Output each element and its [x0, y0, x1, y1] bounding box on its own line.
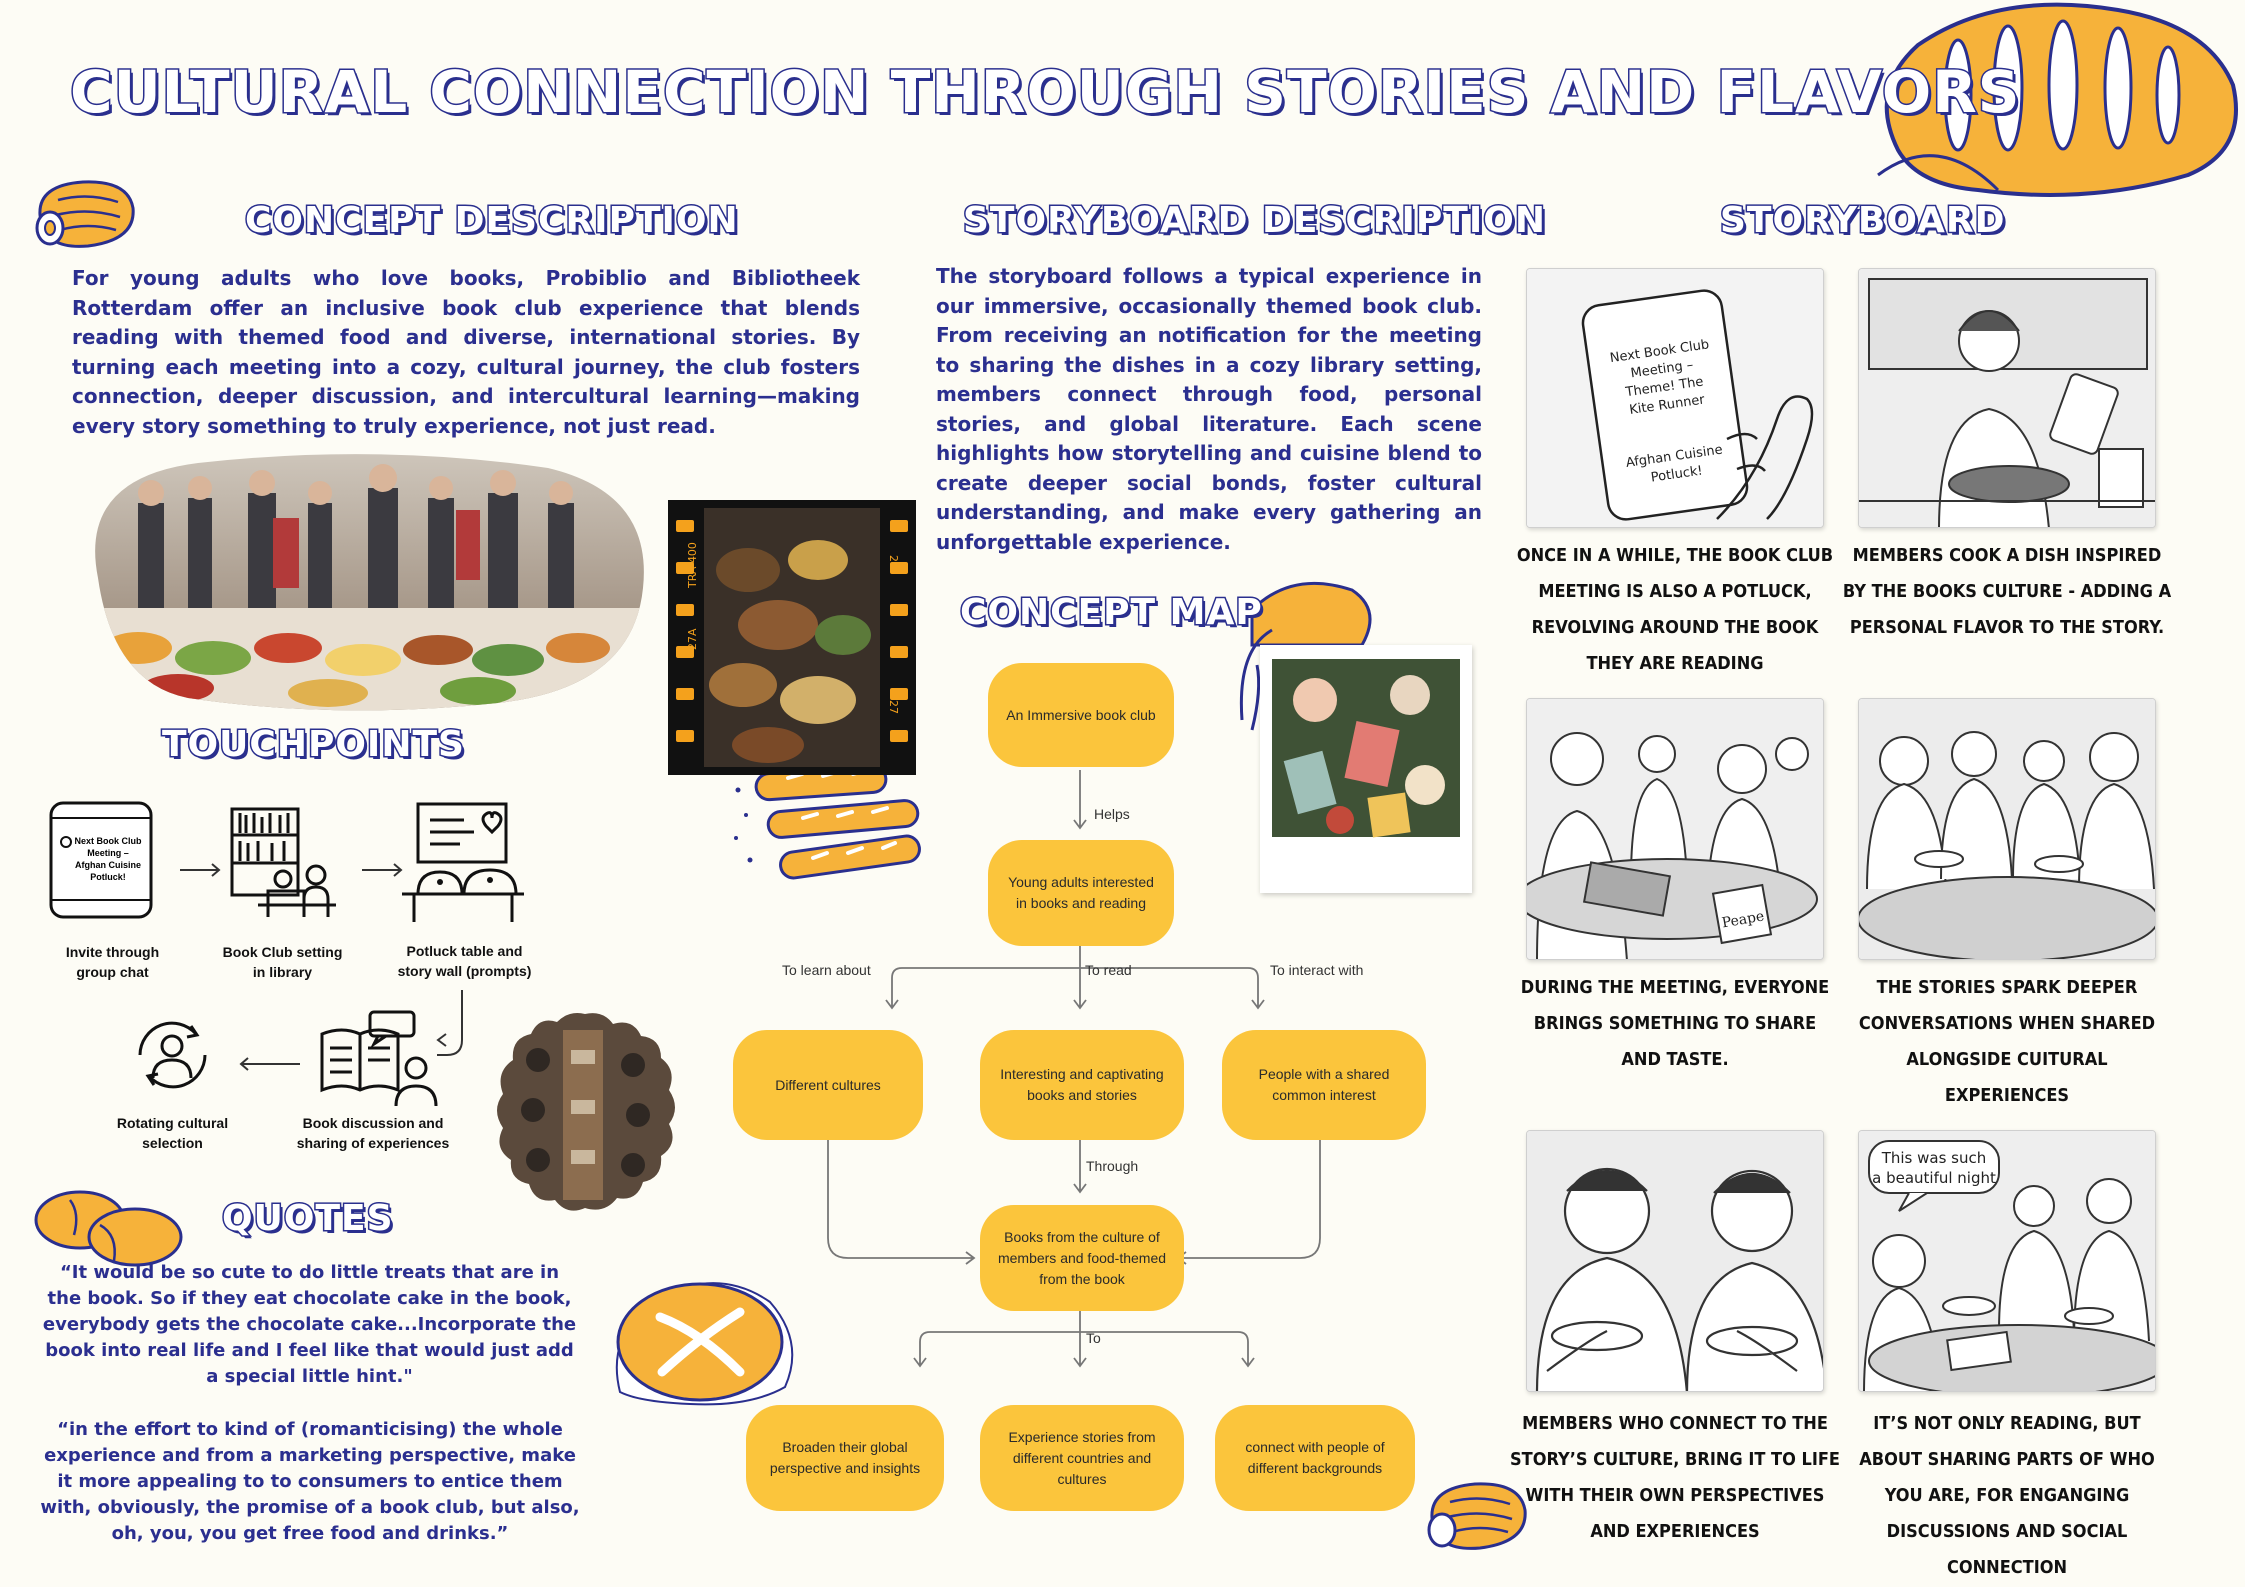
- storyboard-caption-6: IT’S NOT ONLY READING, BUT ABOUT SHARING…: [1859, 1413, 2155, 1578]
- concept-node-books: Interesting and captivating books and st…: [980, 1030, 1184, 1140]
- film-strip-photo: TRA 400 27A 27 27: [668, 500, 916, 775]
- touchpoint-label: Rotating cultural selection: [116, 1115, 229, 1151]
- storyboard-description-heading: STORYBOARD DESCRIPTION: [962, 199, 1547, 243]
- storyboard-phone-line: Potluck!: [1650, 463, 1704, 485]
- edge-label-through: Through: [1086, 1158, 1139, 1174]
- speech-bubble-line: a beautiful night: [1872, 1169, 1996, 1187]
- film-mark: 27A: [686, 628, 699, 650]
- rotating-selection-icon: [138, 1021, 207, 1089]
- storyboard-panel-5: [1526, 1130, 1824, 1392]
- concept-map-heading: CONCEPT MAP: [959, 591, 1264, 635]
- meeting-top-view-photo: [497, 1013, 675, 1211]
- quote-1: “It would be so cute to do little treats…: [42, 1262, 577, 1387]
- storyboard-panel-4: [1858, 698, 2156, 960]
- concept-map-connectors: [827, 770, 1321, 1368]
- storyboard-panel-1: Next Book Club Meeting – Theme! The Kite…: [1526, 268, 1824, 528]
- library-table-icon: [230, 807, 336, 917]
- concept-node-members-books: Books from the culture of members and fo…: [980, 1205, 1184, 1311]
- edge-label-interact: To interact with: [1270, 962, 1364, 978]
- storyboard-panel-2: [1858, 268, 2156, 528]
- bread-boule-icon: [615, 1282, 794, 1406]
- concept-node-root: An Immersive book club: [988, 663, 1174, 767]
- concept-node-connect: connect with people of different backgro…: [1215, 1405, 1415, 1511]
- edge-label-helps: Helps: [1094, 806, 1130, 822]
- phone-line: Next Book Club: [74, 836, 142, 846]
- film-mark: TRA 400: [686, 542, 699, 589]
- baguettes-icon: [734, 764, 921, 880]
- touchpoint-label: Invite through group chat: [65, 944, 160, 980]
- storyboard-book-label: Peape: [1721, 908, 1766, 931]
- potluck-table-icon: [402, 802, 524, 922]
- speech-bubble-line: This was such: [1881, 1149, 1987, 1167]
- phone-line: Meeting –: [87, 848, 129, 858]
- edge-label-to: To: [1086, 1330, 1101, 1346]
- concept-node-people: People with a shared common interest: [1222, 1030, 1426, 1140]
- concept-node-experience: Experience stories from different countr…: [980, 1405, 1184, 1511]
- storyboard-heading: STORYBOARD: [1718, 199, 2006, 243]
- edge-label-read: To read: [1085, 962, 1132, 978]
- concept-node-broaden: Broaden their global perspective and ins…: [746, 1405, 944, 1511]
- bread-rolls-icon: [34, 1190, 183, 1267]
- edge-label-learn: To learn about: [782, 962, 871, 978]
- touchpoint-arrows: [180, 863, 463, 1071]
- bread-stack-icon: [1239, 581, 1372, 731]
- film-mark: 27: [887, 555, 900, 569]
- storyboard-panel-3: Peape: [1526, 698, 1824, 960]
- touchpoints-heading: TOUCHPOINTS: [161, 723, 466, 767]
- touchpoint-phone-icon: Next Book Club Meeting – Afghan Cuisine …: [49, 801, 153, 919]
- storyboard-caption-1: ONCE IN A WHILE, THE BOOK CLUB MEETING I…: [1516, 545, 1834, 674]
- pastry-roll-icon: [35, 180, 135, 248]
- storyboard-description-text: The storyboard follows a typical experie…: [936, 264, 1482, 554]
- film-mark: 27: [887, 700, 900, 714]
- phone-line: Afghan Cuisine: [75, 860, 141, 870]
- concept-node-target: Young adults interested in books and rea…: [988, 840, 1174, 946]
- book-discussion-icon: [320, 1010, 438, 1107]
- quote-2: “in the effort to kind of (romanticising…: [40, 1419, 580, 1544]
- storyboard-caption-4: THE STORIES SPARK DEEPER CONVERSATIONS W…: [1858, 977, 2156, 1106]
- concept-description-heading: CONCEPT DESCRIPTION: [244, 199, 740, 243]
- page-title: CULTURAL CONNECTION THROUGH STORIES AND …: [69, 57, 2022, 128]
- storyboard-panel-6: This was such a beautiful night: [1858, 1130, 2156, 1392]
- touchpoint-label: Book discussion and sharing of experienc…: [296, 1115, 450, 1151]
- storyboard-caption-2: MEMBERS COOK A DISH INSPIRED BY THE BOOK…: [1842, 545, 2172, 638]
- phone-line: Potluck!: [90, 872, 126, 882]
- touchpoint-label: Potluck table and story wall (prompts): [397, 943, 532, 979]
- bread-loaf-icon: [1877, 2, 2238, 197]
- buffet-photo: [95, 454, 644, 711]
- concept-node-cultures: Different cultures: [733, 1030, 923, 1140]
- polaroid-photo: [1260, 645, 1472, 893]
- concept-description-text: For young adults who love books, Probibl…: [72, 266, 860, 438]
- storyboard-caption-3: DURING THE MEETING, EVERYONE BRINGS SOME…: [1520, 977, 1830, 1070]
- touchpoint-label: Book Club setting in library: [222, 944, 343, 980]
- storyboard-caption-5: MEMBERS WHO CONNECT TO THE STORY’S CULTU…: [1510, 1413, 1840, 1542]
- quotes-heading: QUOTES: [221, 1197, 395, 1241]
- pastry-roll-icon: [1427, 1482, 1527, 1550]
